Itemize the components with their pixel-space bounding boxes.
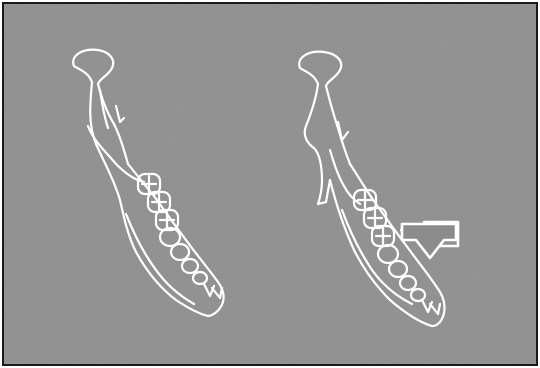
figure-panel [4, 4, 536, 364]
mandible-diagram [4, 4, 536, 364]
background-texture [4, 4, 536, 364]
